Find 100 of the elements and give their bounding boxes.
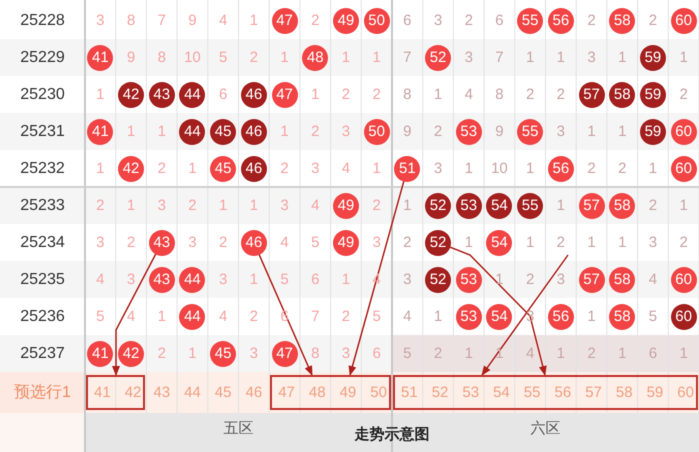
miss-count: 1	[556, 196, 566, 216]
miss-count: 1	[648, 159, 658, 178]
miss-count: 1	[95, 159, 106, 178]
issue-number: 25236	[19, 306, 66, 326]
miss-count: 9	[494, 122, 505, 142]
miss-count: 1	[432, 307, 444, 326]
miss-count: 1	[248, 270, 260, 290]
miss-count: 4	[279, 233, 290, 252]
miss-count: 2	[678, 233, 689, 252]
arrow	[258, 254, 313, 376]
miss-count: 2	[340, 85, 352, 104]
miss-count: 2	[187, 196, 198, 216]
miss-count: 1	[340, 270, 352, 290]
miss-count: 1	[279, 48, 290, 68]
miss-count: 1	[464, 159, 474, 178]
miss-count: 4	[310, 196, 320, 216]
miss-count: 1	[218, 196, 228, 216]
miss-count: 7	[494, 48, 505, 68]
miss-count: 3	[126, 270, 136, 290]
candidate-number: 59	[646, 383, 664, 402]
miss-count: 1	[617, 122, 628, 142]
miss-count: 3	[248, 344, 260, 364]
miss-count: 3	[340, 122, 352, 142]
miss-count: 2	[371, 196, 382, 216]
miss-count: 4	[524, 344, 536, 364]
miss-count: 1	[617, 48, 628, 68]
miss-count: 2	[432, 122, 444, 142]
miss-count: 9	[402, 122, 413, 142]
miss-count: 4	[218, 11, 228, 30]
miss-count: 1	[187, 159, 198, 178]
miss-count: 1	[464, 344, 474, 364]
issue-number: 25237	[19, 344, 66, 364]
miss-count: 5	[402, 344, 413, 364]
miss-count: 1	[586, 122, 597, 142]
miss-count: 1	[126, 196, 136, 216]
miss-count: 2	[310, 11, 320, 30]
candidate-number: 41	[93, 383, 112, 402]
miss-count: 3	[432, 11, 444, 30]
selection-frame	[86, 375, 146, 410]
miss-count: 2	[617, 159, 628, 178]
issue-number: 25231	[19, 122, 66, 142]
miss-count: 7	[402, 48, 413, 68]
miss-count: 8	[126, 11, 136, 30]
miss-count: 1	[556, 48, 566, 68]
candidate-number: 43	[152, 383, 172, 402]
miss-count: 5	[95, 307, 106, 326]
miss-count: 2	[279, 159, 290, 178]
miss-count: 2	[556, 85, 566, 104]
miss-count: 5	[310, 233, 320, 252]
arrow	[450, 246, 547, 376]
miss-count: 2	[556, 233, 566, 252]
arrow	[348, 180, 405, 376]
candidate-number: 44	[183, 383, 202, 402]
miss-count: 3	[187, 233, 198, 252]
miss-count: 1	[586, 233, 597, 252]
miss-count: 3	[648, 233, 658, 252]
miss-count: 3	[586, 48, 597, 68]
candidate-number: 52	[430, 383, 450, 402]
miss-count: 3	[95, 11, 106, 30]
arrow	[112, 254, 156, 376]
candidate-number: 47	[277, 383, 296, 402]
miss-count: 1	[524, 233, 536, 252]
arrow	[481, 254, 569, 376]
miss-count: 4	[402, 307, 413, 326]
miss-count: 2	[402, 233, 413, 252]
miss-count: 2	[678, 85, 689, 104]
miss-count: 2	[248, 307, 260, 326]
candidate-number: 42	[124, 383, 142, 402]
miss-count: 2	[156, 344, 167, 364]
miss-count: 8	[494, 85, 505, 104]
miss-count: 10	[491, 159, 508, 178]
miss-count: 1	[678, 196, 689, 216]
miss-count: 2	[310, 122, 320, 142]
candidate-number: 53	[461, 383, 480, 402]
miss-count: 3	[279, 196, 290, 216]
miss-count: 1	[464, 233, 474, 252]
miss-count: 5	[279, 270, 290, 290]
miss-count: 6	[494, 11, 505, 30]
miss-count: 10	[184, 48, 200, 68]
miss-count: 1	[432, 85, 444, 104]
miss-count: 6	[648, 344, 658, 364]
issue-number: 25228	[19, 10, 66, 30]
miss-count: 9	[126, 48, 136, 68]
selection-frame	[393, 375, 698, 410]
miss-count: 2	[524, 85, 536, 104]
miss-count: 4	[340, 159, 352, 178]
miss-count: 2	[524, 270, 536, 290]
miss-count: 7	[156, 11, 167, 30]
miss-count: 2	[586, 11, 597, 30]
miss-count: 4	[126, 307, 136, 326]
miss-count: 2	[340, 307, 352, 326]
issue-number: 25232	[19, 158, 66, 178]
miss-count: 1	[187, 344, 198, 364]
candidate-number: 48	[308, 383, 327, 402]
candidate-number: 51	[400, 383, 419, 402]
miss-count: 2	[126, 233, 136, 252]
miss-count: 6	[310, 270, 320, 290]
miss-count: 1	[279, 122, 290, 142]
miss-count: 1	[402, 196, 413, 216]
miss-count: 3	[371, 233, 382, 252]
